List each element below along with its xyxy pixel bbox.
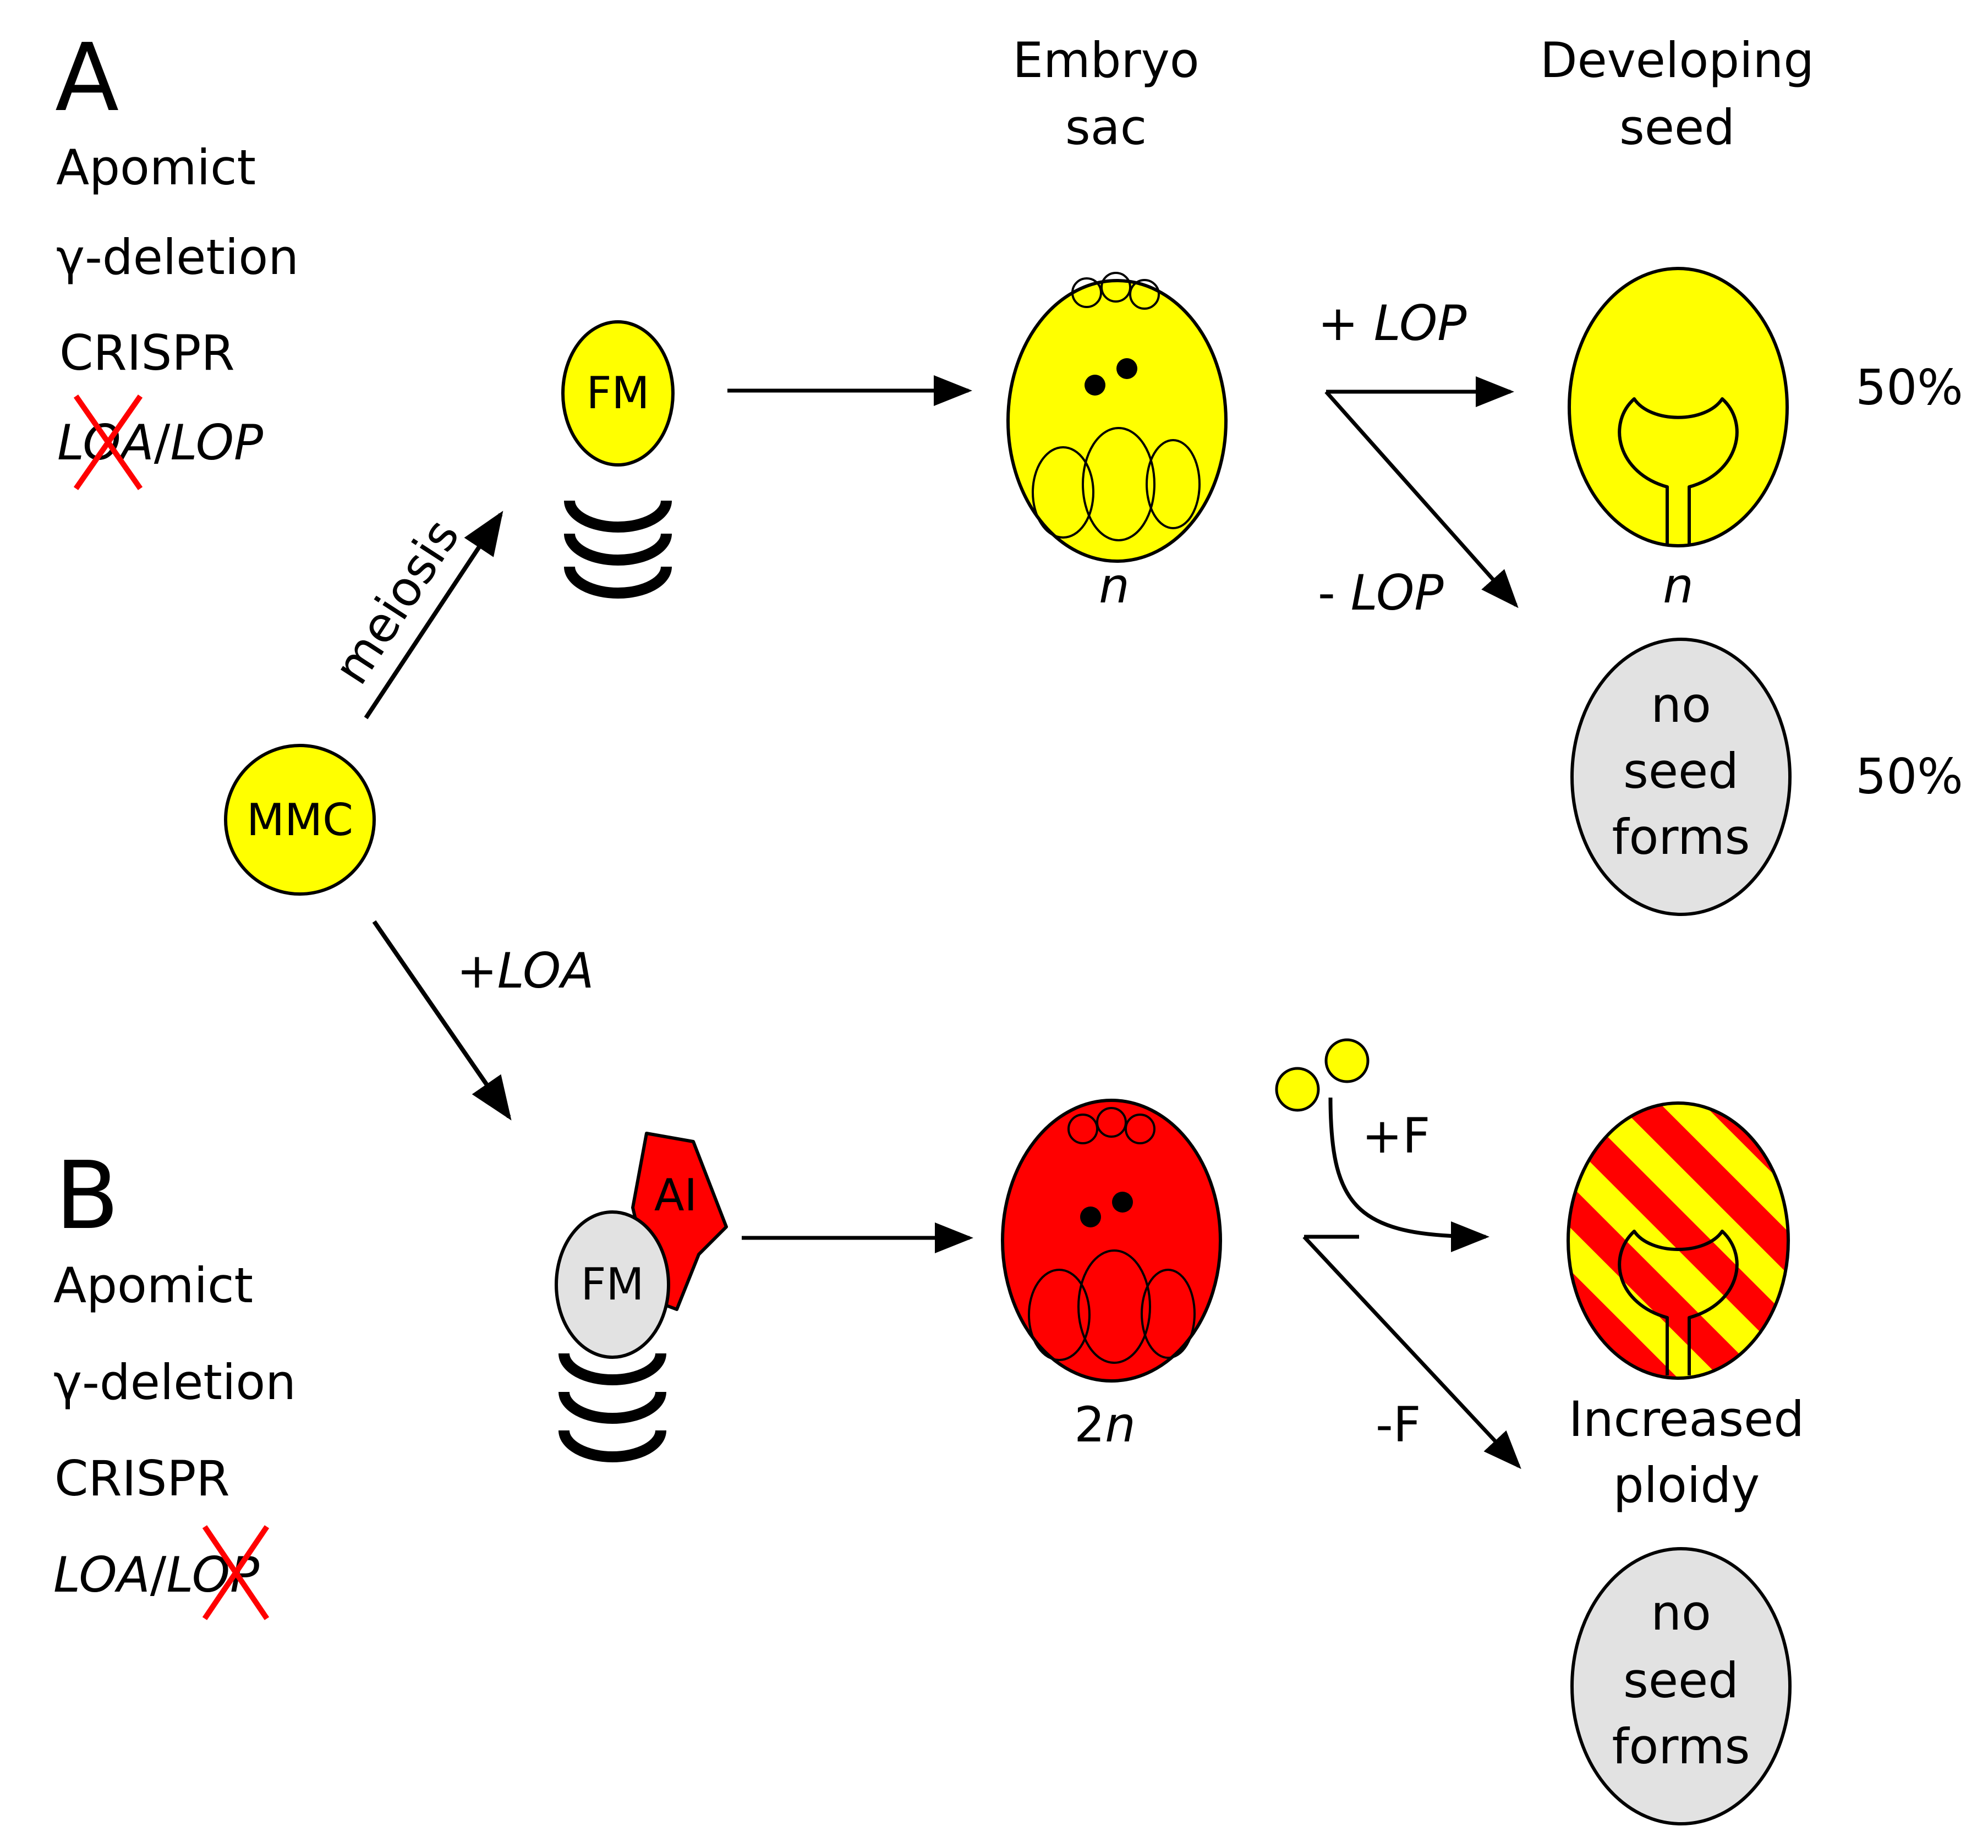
header-developing-seed-1: Developing xyxy=(1540,32,1814,89)
minus-lop-gene: LOP xyxy=(1351,564,1444,621)
mmc-cell: MMC xyxy=(224,744,376,896)
plus-lop-label: + LOP xyxy=(1318,295,1466,352)
bottom-no-seed-line-2: seed xyxy=(1623,1652,1739,1709)
sperm-cells xyxy=(1275,1038,1370,1112)
top-no-seed: no seed forms xyxy=(1570,638,1792,916)
panel-a-line-1: Apomict xyxy=(56,139,256,196)
plus-f-label: +F xyxy=(1362,1107,1430,1164)
mmc-label: MMC xyxy=(247,794,353,846)
plus-f-arrow xyxy=(1328,1097,1489,1252)
top-fm-label: FM xyxy=(586,368,649,419)
bottom-fm-cell: FM xyxy=(555,1210,670,1359)
top-sac-ploidy: n xyxy=(1099,557,1130,614)
minus-f-arrow xyxy=(1302,1235,1521,1469)
panel-b-gene-loa: LOA xyxy=(53,1547,150,1603)
top-no-seed-line-3: forms xyxy=(1612,809,1750,865)
bottom-embryo-sac xyxy=(1001,1099,1222,1383)
header-embryo-sac-1: Embryo xyxy=(1012,32,1199,89)
panel-a-line-3: CRISPR xyxy=(59,325,235,381)
panel-a-label-group: A Apomict γ-deletion CRISPR LOA/LOP xyxy=(55,24,299,490)
panel-b-letter: B xyxy=(55,1142,119,1251)
panel-b-genes: LOA/LOP xyxy=(53,1547,259,1603)
panel-a-line-2: γ-deletion xyxy=(56,229,299,286)
panel-a-gene-lop: LOP xyxy=(170,414,263,471)
minus-lop-arrow xyxy=(1324,390,1519,608)
panel-b-line-3: CRISPR xyxy=(54,1450,230,1507)
panel-b-gene-sep: / xyxy=(150,1547,167,1603)
top-seed-ploidy: n xyxy=(1663,557,1694,614)
panel-b-line-1: Apomict xyxy=(53,1257,253,1314)
bottom-developing-seed xyxy=(1567,1101,1790,1380)
top-developing-seed xyxy=(1568,267,1789,547)
panel-b-cross-mark xyxy=(202,1525,270,1620)
bottom-no-seed-line-3: forms xyxy=(1612,1718,1750,1775)
top-fm-cell: FM xyxy=(561,320,675,467)
top-embryo-sac xyxy=(1006,272,1228,563)
plus-loa-arrow xyxy=(372,920,512,1121)
top-no-seed-line-2: seed xyxy=(1623,743,1739,799)
percent-seed: 50% xyxy=(1855,359,1963,416)
bottom-tetrad xyxy=(558,1353,666,1462)
panel-a-genes: LOA/LOP xyxy=(57,414,263,471)
top-tetrad xyxy=(564,500,672,599)
meiosis-arrow xyxy=(364,511,503,720)
minus-lop-sign: - xyxy=(1318,564,1351,621)
panel-a-letter: A xyxy=(55,24,119,133)
top-no-seed-line-1: no xyxy=(1651,677,1711,733)
bottom-sac-ploidy: 2n xyxy=(1074,1396,1136,1453)
increased-ploidy-line-1: Increased xyxy=(1569,1391,1804,1447)
bottom-sac-ploidy-num: 2 xyxy=(1074,1396,1105,1453)
increased-ploidy-line-2: ploidy xyxy=(1613,1457,1760,1514)
bottom-no-seed-line-1: no xyxy=(1651,1584,1711,1641)
bottom-no-seed: no seed forms xyxy=(1570,1547,1792,1825)
panel-b-line-2: γ-deletion xyxy=(53,1354,296,1411)
plus-loa-label: +LOA xyxy=(457,942,594,999)
ai-label: AI xyxy=(654,1170,697,1221)
bottom-fm-label: FM xyxy=(580,1259,644,1310)
percent-no-seed: 50% xyxy=(1855,748,1963,805)
bottom-sac-ploidy-var: n xyxy=(1105,1396,1136,1453)
minus-lop-label: - LOP xyxy=(1318,564,1443,621)
header-developing-seed-2: seed xyxy=(1619,99,1735,156)
plus-lop-sign: + xyxy=(1318,295,1374,352)
minus-f-label: -F xyxy=(1376,1396,1421,1453)
meiosis-label: meiosis xyxy=(322,509,470,694)
panel-a-gene-sep: / xyxy=(154,414,171,471)
plus-lop-gene: LOP xyxy=(1374,295,1467,352)
panel-b-label-group: B Apomict γ-deletion CRISPR LOA/LOP xyxy=(53,1142,296,1620)
panel-a-cross-mark xyxy=(73,394,143,490)
header-embryo-sac-2: sac xyxy=(1065,99,1147,156)
